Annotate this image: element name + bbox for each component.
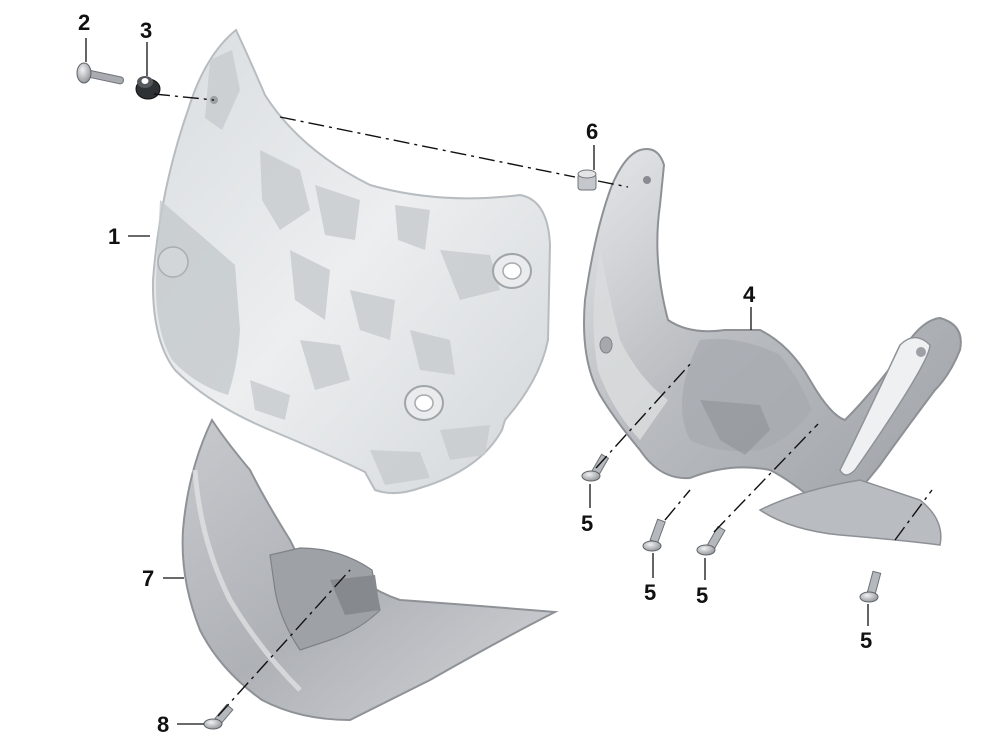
windshield-mount-hole-bottom — [404, 385, 444, 421]
windshield-mount-hole-right — [492, 253, 532, 289]
callout-7: 7 — [142, 566, 154, 591]
callout-5-right: 5 — [860, 628, 872, 653]
callout-5-mid-left: 5 — [644, 580, 656, 605]
bolt — [859, 570, 882, 603]
leader-lines — [85, 38, 869, 725]
callout-2: 2 — [78, 10, 90, 35]
lower-cover — [181, 417, 559, 722]
callout-3: 3 — [140, 18, 152, 43]
callout-8: 8 — [157, 712, 169, 737]
callout-1: 1 — [108, 224, 120, 249]
bracket — [583, 148, 962, 546]
screw-bottom — [203, 703, 234, 730]
windshield-mount-hole-left — [157, 246, 189, 278]
callout-6: 6 — [586, 119, 598, 144]
screw-top — [76, 62, 124, 85]
callout-5-left: 5 — [581, 511, 593, 536]
windshield-print-pattern — [205, 50, 500, 485]
grommet — [135, 76, 161, 100]
assembly-axis-lines — [153, 93, 933, 717]
callout-4: 4 — [743, 282, 756, 307]
callout-5-mid-right: 5 — [696, 583, 708, 608]
rivet-nut — [577, 169, 597, 191]
windshield — [151, 28, 552, 494]
bolt — [642, 518, 666, 552]
bolt — [696, 525, 726, 556]
